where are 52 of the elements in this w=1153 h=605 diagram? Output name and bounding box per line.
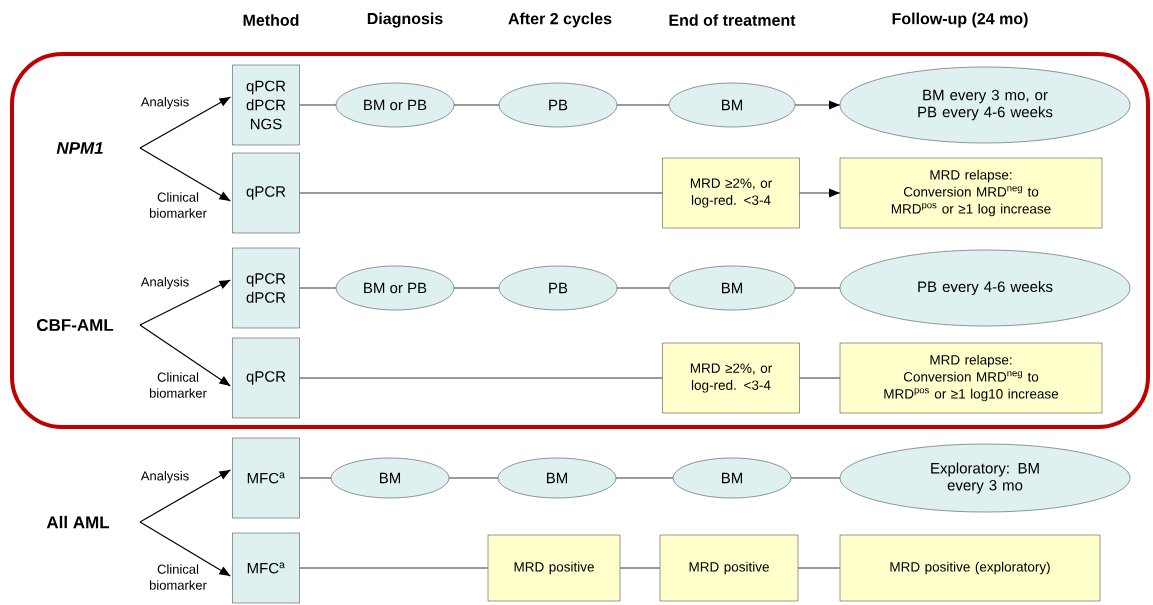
group-label: CBF-AML (37, 319, 114, 332)
arrow (799, 188, 841, 198)
arrow (139, 469, 231, 523)
edge-label: Analysis (140, 276, 189, 290)
connector-line (299, 104, 337, 106)
edge-label: Clinical biomarker (149, 564, 207, 590)
criteria-box: MRD ≥2%, or log-red. <3-4 (662, 157, 800, 229)
criteria-box: MRD relapse: Conversion MRD$^{neg}$ to MRD$^{pos}$ or ≥1 log increase (839, 157, 1103, 229)
criteria-box: MRD relapse: Conversion MRD$^{neg}$ to MRD$^{pos}$ or ≥1 log10 increase (839, 342, 1103, 414)
edge-label: Clinical biomarker (149, 192, 207, 218)
criteria-box: MRD positive (487, 534, 621, 602)
column-header: Method (243, 14, 299, 26)
column-header: Diagnosis (367, 12, 443, 28)
method-box: qPCR dPCR (232, 247, 300, 329)
connector-line (616, 104, 670, 106)
column-header: Follow-up (24 mo) (892, 12, 1028, 28)
edge-label: Analysis (140, 96, 189, 110)
connector-line (299, 477, 332, 479)
arrow (794, 100, 841, 110)
connector-line (794, 287, 841, 289)
connector-line (616, 287, 670, 289)
connector-line (448, 477, 499, 479)
group-label: All AML (46, 515, 110, 529)
arrow (139, 279, 231, 326)
arrow (139, 324, 231, 387)
method-box: MFC$^{a}$ (232, 437, 300, 519)
connector-line (299, 377, 663, 379)
arrow (139, 521, 231, 577)
edge-label: Clinical biomarker (149, 372, 207, 398)
method-box: qPCR (232, 337, 300, 419)
method-box: qPCR (232, 152, 300, 234)
column-header: End of treatment (669, 14, 796, 26)
connector-line (453, 287, 500, 289)
connector-line (299, 567, 489, 569)
connector-line (453, 104, 500, 106)
arrow (139, 147, 231, 202)
connector-line (790, 477, 841, 479)
arrow (139, 96, 231, 149)
connector-line (299, 192, 663, 194)
method-box: qPCR dPCR NGS (232, 64, 300, 146)
criteria-box: MRD positive (659, 534, 799, 602)
criteria-box: MRD positive (exploratory) (839, 534, 1101, 602)
method-box: MFC$^{a}$ (232, 532, 300, 604)
connector-line (797, 567, 841, 569)
edge-label: Analysis (140, 470, 189, 484)
group-label: NPM1 (56, 142, 103, 154)
connector-line (299, 287, 337, 289)
criteria-box: MRD ≥2%, or log-red. <3-4 (662, 342, 800, 414)
connector-line (619, 567, 661, 569)
connector-line (615, 477, 674, 479)
connector-line (799, 377, 841, 379)
column-header: After 2 cycles (508, 12, 612, 28)
